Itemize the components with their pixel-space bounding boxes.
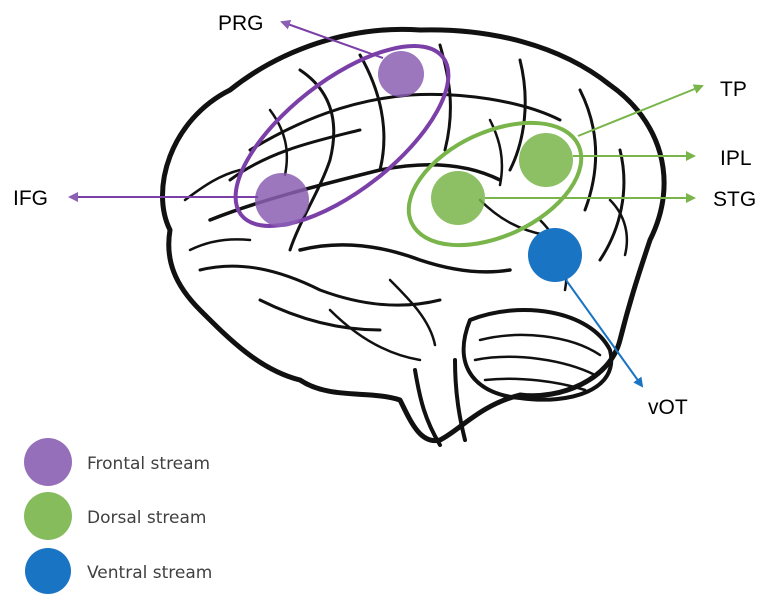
ifg-label: IFG (13, 187, 48, 210)
legend-item-frontal: Frontal stream (24, 438, 210, 486)
legend-swatch-dorsal (24, 492, 72, 540)
prg-node (378, 51, 424, 97)
ipl-node (519, 133, 573, 187)
prg-label: PRG (218, 12, 264, 35)
legend: Frontal stream Dorsal stream Ventral str… (24, 438, 212, 594)
ipl-label: IPL (720, 147, 752, 170)
cerebellum (464, 310, 612, 400)
legend-label-frontal: Frontal stream (87, 454, 210, 474)
legend-label-dorsal: Dorsal stream (87, 508, 206, 528)
legend-swatch-ventral (25, 548, 71, 594)
frontal-stream-ellipse (207, 14, 476, 258)
vot-node (528, 228, 582, 282)
tp-label: TP (720, 78, 747, 101)
legend-label-ventral: Ventral stream (87, 563, 212, 583)
stg-node (431, 171, 485, 225)
legend-item-dorsal: Dorsal stream (24, 492, 206, 540)
tp-arrow (578, 86, 702, 136)
vot-label: vOT (648, 396, 688, 419)
stg-label: STG (713, 188, 756, 211)
legend-swatch-frontal (24, 438, 72, 486)
brainstem (415, 360, 465, 445)
legend-item-ventral: Ventral stream (25, 548, 212, 594)
ifg-node (255, 173, 309, 227)
